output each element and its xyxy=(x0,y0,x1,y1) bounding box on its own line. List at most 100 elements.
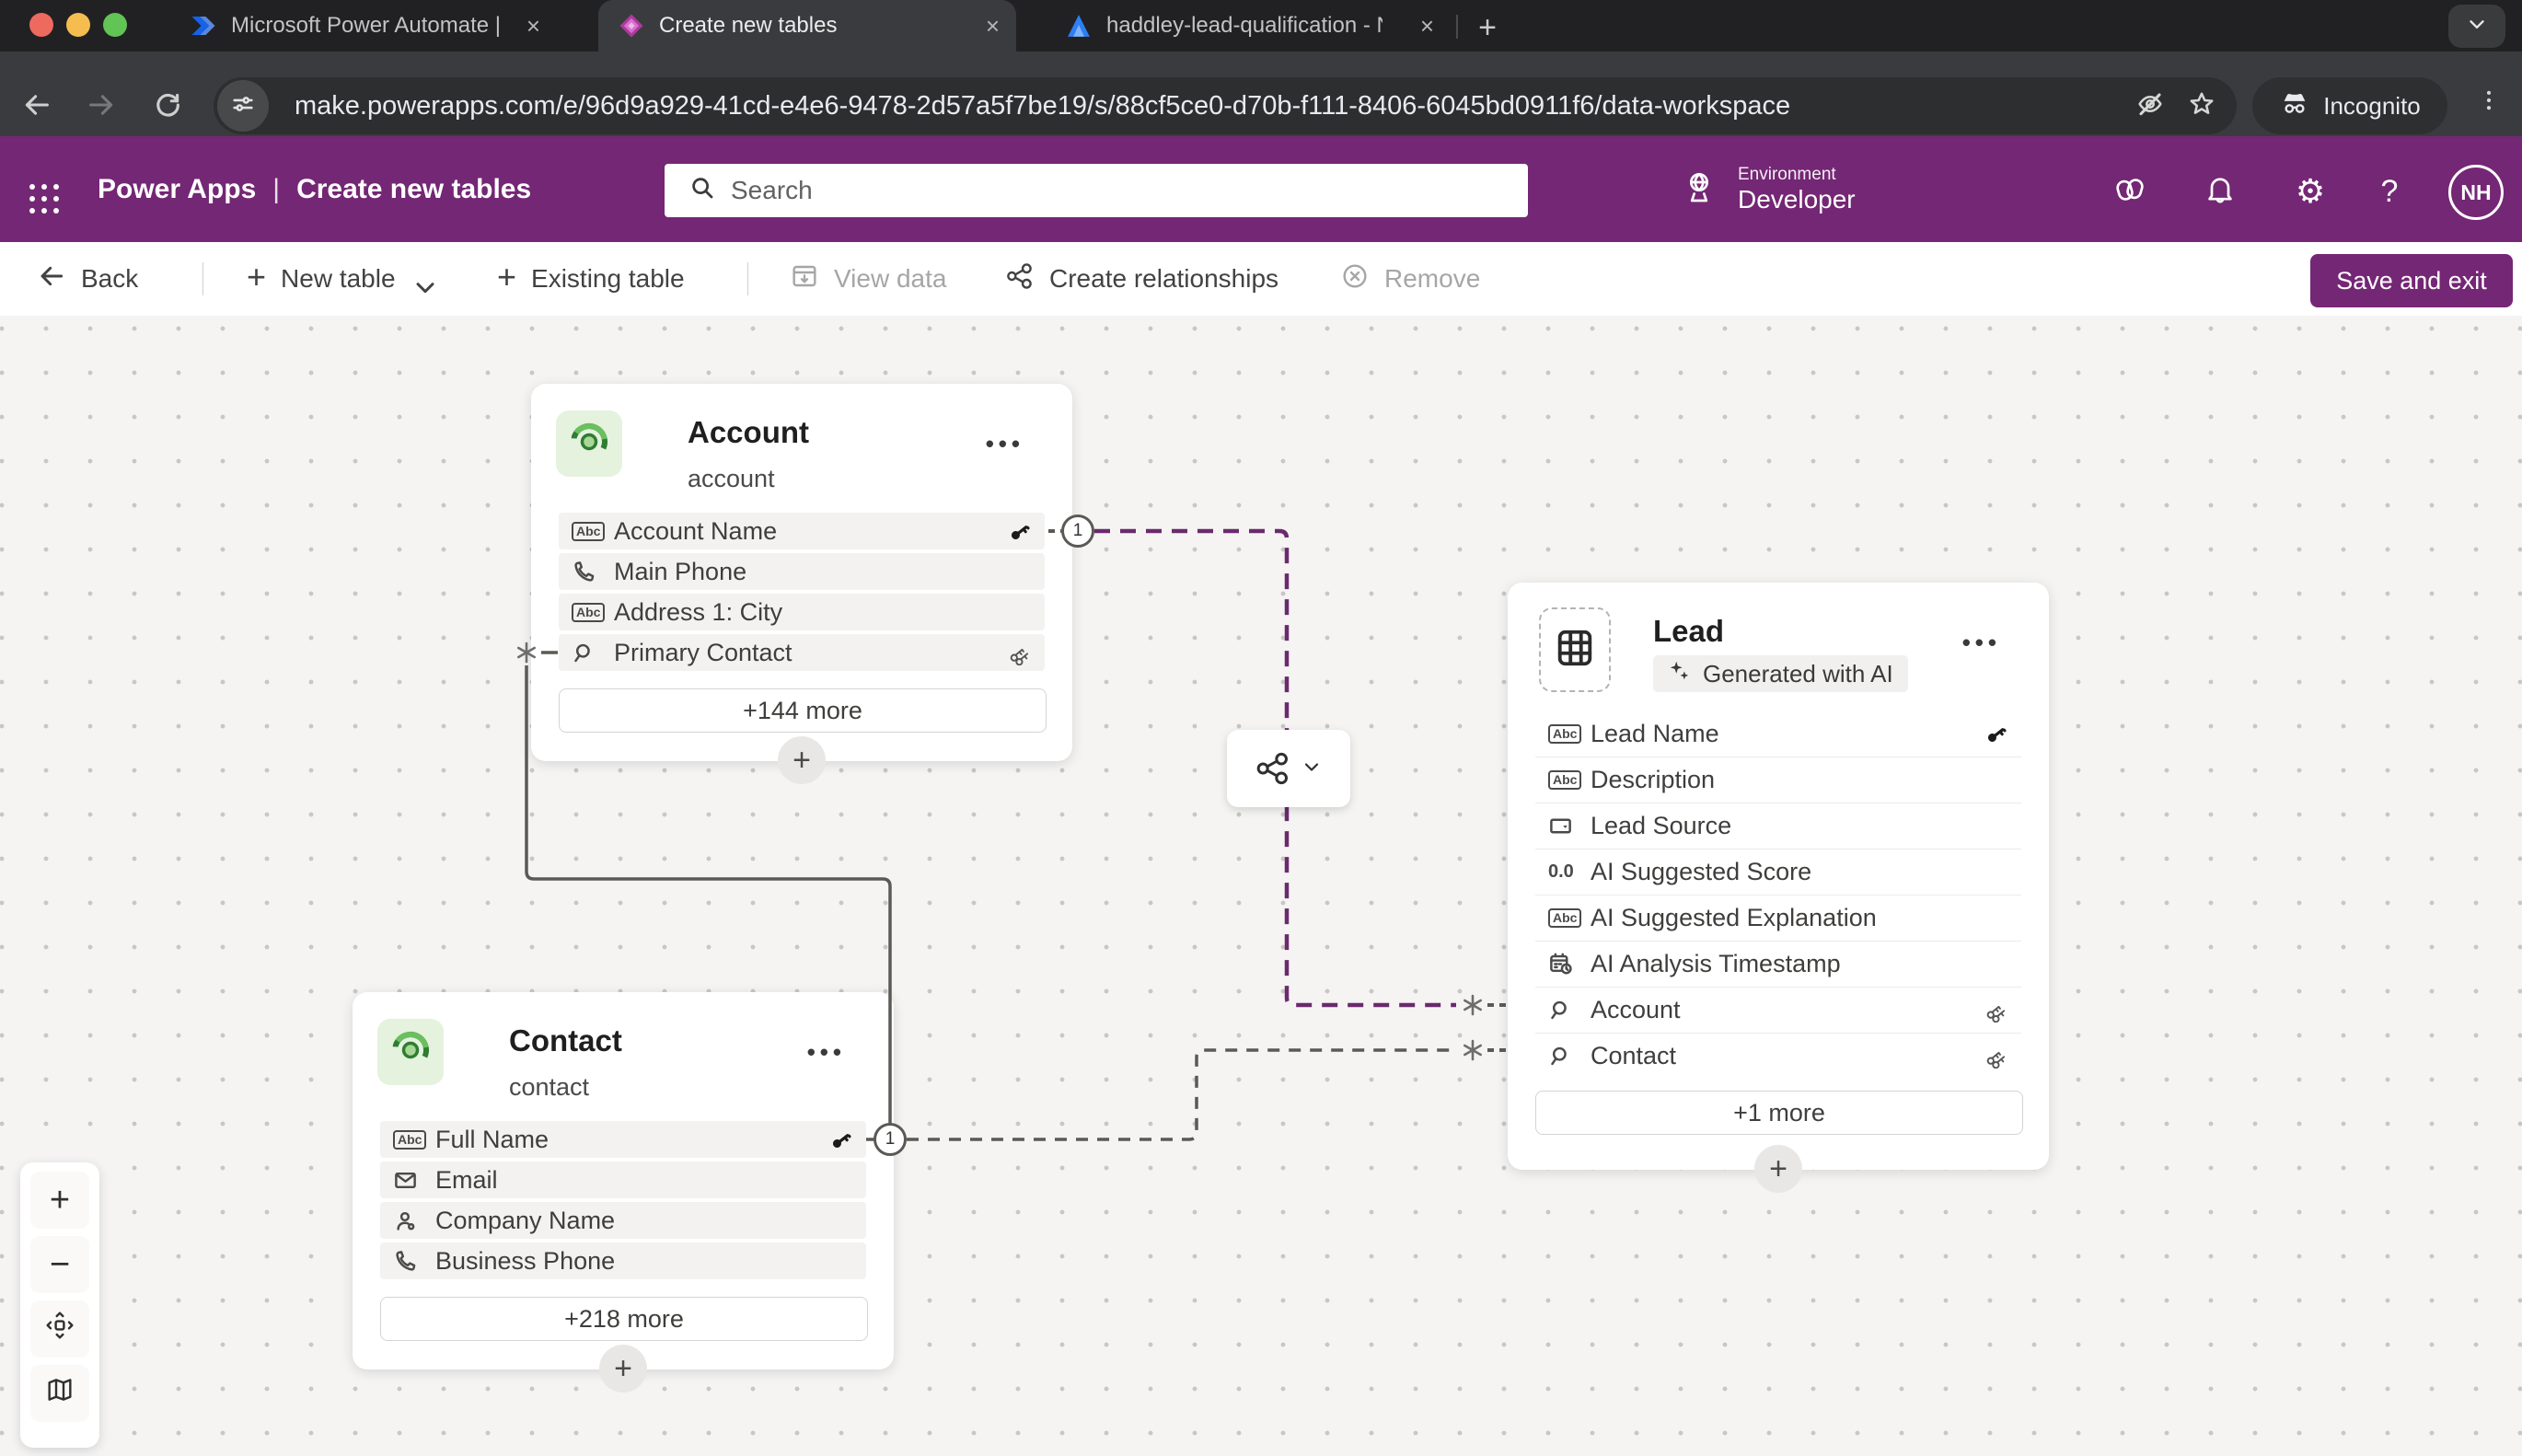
environment-icon xyxy=(1681,168,1718,210)
field-row[interactable]: Account xyxy=(1535,988,2021,1034)
more-fields-button[interactable]: +218 more xyxy=(380,1297,868,1341)
cardinality-one-badge: 1 xyxy=(1061,514,1094,548)
address-bar[interactable]: make.powerapps.com/e/96d9a929-41cd-e4e6-… xyxy=(214,77,2237,134)
environment-name: Developer xyxy=(1738,184,1856,214)
search-input[interactable]: Search xyxy=(665,164,1528,217)
new-table-button[interactable]: + New table xyxy=(247,242,434,316)
keys-icon xyxy=(1984,1044,2008,1069)
add-field-button[interactable]: + xyxy=(599,1345,647,1392)
tab-power-automate[interactable]: Microsoft Power Automate | S × xyxy=(170,0,557,52)
email-field-icon xyxy=(393,1168,430,1193)
sparkle-icon xyxy=(1668,659,1692,689)
phone-field-icon xyxy=(393,1249,430,1274)
lookup-field-icon xyxy=(572,641,608,665)
remove-button[interactable]: Remove xyxy=(1340,242,1480,316)
relationship-node-button[interactable] xyxy=(1227,730,1350,807)
table-logical-name: contact xyxy=(509,1073,590,1101)
field-row[interactable]: AI Analysis Timestamp xyxy=(1535,942,2021,988)
field-row[interactable]: Contact xyxy=(1535,1034,2021,1079)
field-row[interactable]: Email xyxy=(380,1161,866,1198)
field-row[interactable]: Business Phone xyxy=(380,1242,866,1279)
tab-close-icon[interactable]: × xyxy=(1419,11,1434,40)
existing-table-button[interactable]: + Existing table xyxy=(497,242,685,316)
notifications-bell-icon[interactable] xyxy=(2198,169,2242,214)
tab-close-icon[interactable]: × xyxy=(526,11,540,40)
copilot-button[interactable] xyxy=(2108,169,2152,214)
help-button[interactable]: ? xyxy=(2380,173,2399,209)
more-fields-button[interactable]: +144 more xyxy=(559,688,1047,733)
save-and-exit-button[interactable]: Save and exit xyxy=(2310,254,2513,307)
site-settings-icon[interactable] xyxy=(217,80,269,132)
traffic-light-minimize[interactable] xyxy=(66,13,90,37)
more-fields-button[interactable]: +1 more xyxy=(1535,1091,2023,1135)
field-row[interactable]: Primary Contact xyxy=(559,634,1045,671)
tab-close-icon[interactable]: × xyxy=(985,11,1000,40)
cardinality-many-icon xyxy=(1461,1038,1485,1062)
brand-name[interactable]: Power Apps xyxy=(98,173,257,204)
refresh-button[interactable] xyxy=(147,87,188,127)
tab-haddley-lead-qualification[interactable]: haddley-lead-qualification - N × xyxy=(1046,0,1451,52)
url-text[interactable]: make.powerapps.com/e/96d9a929-41cd-e4e6-… xyxy=(295,90,1791,121)
zoom-out-button[interactable]: − xyxy=(30,1236,89,1293)
new-table-label: New table xyxy=(281,264,396,293)
page-title: Create new tables xyxy=(296,173,532,204)
field-label: Lead Name xyxy=(1591,720,1719,747)
lookup-field-icon xyxy=(1548,1044,1585,1069)
dataverse-table-icon xyxy=(556,410,622,477)
fit-view-button[interactable] xyxy=(30,1300,89,1358)
table-menu-button[interactable]: ••• xyxy=(985,430,1024,457)
traffic-light-zoom[interactable] xyxy=(103,13,127,37)
table-title: Account xyxy=(688,415,809,449)
add-field-button[interactable]: + xyxy=(1754,1145,1802,1193)
tab-search-button[interactable] xyxy=(2448,5,2505,48)
add-field-button[interactable]: + xyxy=(778,736,826,784)
field-label: AI Suggested Explanation xyxy=(1591,904,1877,931)
environment-picker[interactable]: Environment Developer xyxy=(1681,136,1856,242)
field-label: Full Name xyxy=(435,1125,550,1153)
eye-off-icon[interactable] xyxy=(2124,80,2176,132)
create-relationships-button[interactable]: Create relationships xyxy=(1005,242,1278,316)
app-header: Power Apps | Create new tables Search En… xyxy=(0,136,2522,242)
datetime-field-icon xyxy=(1548,952,1585,976)
table-menu-button[interactable]: ••• xyxy=(1961,629,2001,656)
tab-create-new-tables[interactable]: Create new tables × xyxy=(598,0,1016,52)
text-field-icon: Abc xyxy=(1548,724,1585,744)
field-row[interactable]: Company Name xyxy=(380,1202,866,1239)
bookmark-star-icon[interactable] xyxy=(2176,80,2227,132)
settings-gear-icon[interactable]: ⚙ xyxy=(2295,172,2326,210)
forward-button[interactable] xyxy=(81,87,121,127)
table-menu-button[interactable]: ••• xyxy=(806,1038,846,1066)
waffle-icon[interactable] xyxy=(24,179,64,219)
zoom-in-button[interactable]: + xyxy=(30,1172,89,1229)
back-nav-button[interactable]: Back xyxy=(37,242,138,316)
view-data-button[interactable]: View data xyxy=(790,242,946,316)
field-row[interactable]: Lead Source xyxy=(1535,803,2021,849)
existing-table-label: Existing table xyxy=(531,264,685,293)
chevron-down-icon xyxy=(411,272,434,294)
field-row[interactable]: Main Phone xyxy=(559,553,1045,590)
traffic-light-close[interactable] xyxy=(29,13,53,37)
back-button[interactable] xyxy=(17,87,57,127)
minimap-button[interactable] xyxy=(30,1365,89,1422)
key-icon xyxy=(1007,519,1032,544)
plus-icon: + xyxy=(497,258,517,295)
field-label: AI Suggested Score xyxy=(1591,858,1812,885)
field-row[interactable]: Abc Lead Name xyxy=(1535,711,2021,757)
browser-menu-button[interactable] xyxy=(2476,87,2502,118)
new-tab-button[interactable]: + xyxy=(1478,9,1497,45)
avatar[interactable]: NH xyxy=(2448,165,2504,220)
text-field-icon: Abc xyxy=(1548,770,1585,790)
incognito-label: Incognito xyxy=(2323,91,2421,120)
